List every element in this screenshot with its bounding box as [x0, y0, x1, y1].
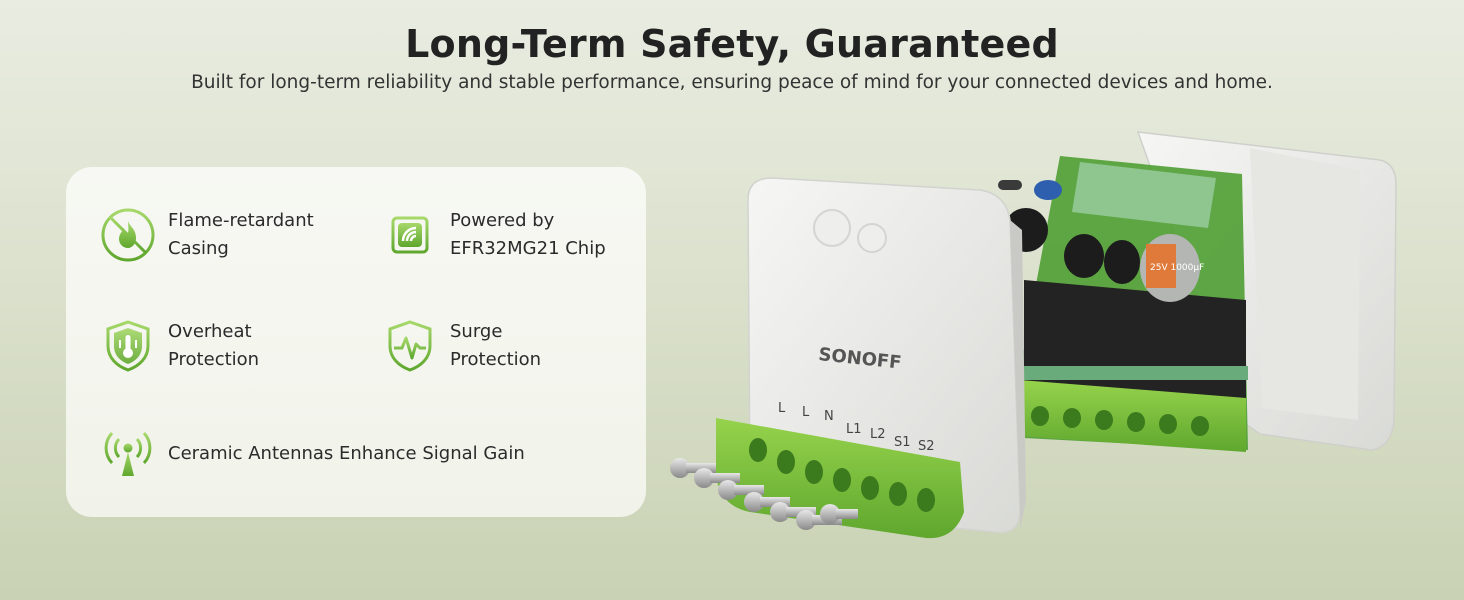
terminal-label: S2 [918, 439, 935, 454]
terminal-label: S1 [894, 435, 911, 450]
page-subtitle: Built for long-term reliability and stab… [191, 72, 1273, 93]
terminal-label: L [802, 405, 810, 420]
terminal-label: L1 [846, 422, 862, 437]
feature-surge: Surge Protection [382, 318, 541, 374]
screws [670, 458, 858, 530]
feature-label: Overheat Protection [168, 321, 260, 370]
flame-icon [101, 208, 155, 262]
page-title: Long-Term Safety, Guaranteed [405, 22, 1059, 66]
feature-label: Flame-retardant Casing [168, 210, 314, 259]
feature-chip: Powered by EFR32MG21 Chip [382, 207, 606, 263]
feature-overheat: Overheat Protection [100, 318, 259, 374]
terminal-label: N [824, 409, 834, 424]
capacitor-label: 25V 1000μF [1150, 263, 1204, 273]
feature-label: Ceramic Antennas Enhance Signal Gain [168, 443, 525, 464]
thermometer-shield-icon [106, 320, 150, 372]
terminal-label: L2 [870, 427, 886, 442]
device-illustration: 25V 1000μF SONOFF L L N L1 L2 S1 [660, 120, 1464, 600]
chip-icon [386, 211, 434, 259]
feature-label: Powered by EFR32MG21 Chip [450, 210, 606, 259]
terminal-label: L [778, 401, 786, 416]
features-card: Flame-retardant Casing Powered by EFR32M… [66, 167, 646, 517]
feature-label: Surge Protection [450, 321, 542, 370]
pcb-assembly: 25V 1000μF [998, 156, 1248, 452]
feature-flame-retardant: Flame-retardant Casing [100, 207, 314, 263]
surge-shield-icon [388, 320, 432, 372]
feature-antenna: Ceramic Antennas Enhance Signal Gain [100, 426, 525, 482]
antenna-icon [104, 431, 152, 476]
front-cover: SONOFF L L N L1 L2 S1 S2 [716, 177, 1026, 539]
